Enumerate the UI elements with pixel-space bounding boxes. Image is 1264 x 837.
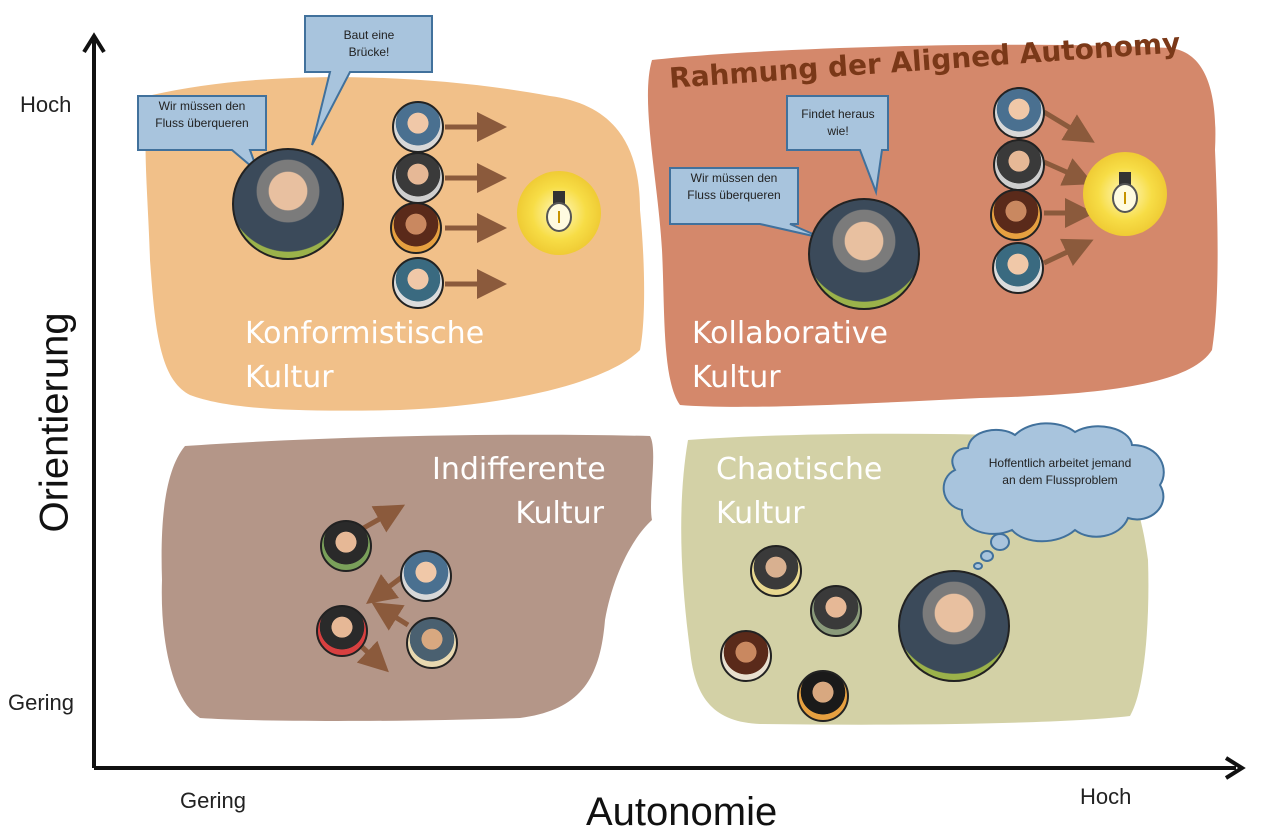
callout-collab-leader-bubble <box>669 167 823 239</box>
y-axis-high-label: Hoch <box>20 92 72 117</box>
lightbulb-icon <box>517 171 601 255</box>
x-axis-arrowhead <box>1224 756 1246 780</box>
callout-collab-order-text: Findet heraus wie! <box>801 107 875 138</box>
quadrant-conformist-line1: Konformistische <box>245 316 485 351</box>
callout-chaotic-thought-text: Hoffentlich arbeitet jemand an dem Fluss… <box>988 456 1132 487</box>
leader-avatar-chaotic <box>898 570 1010 682</box>
quadrant-conformist-label: Konformistische Kultur <box>245 312 484 400</box>
person-avatar-icon <box>392 101 444 153</box>
lightbulb-drawing <box>1112 172 1138 213</box>
arrow-icon <box>366 574 404 604</box>
x-axis-low-label: Gering <box>180 788 247 813</box>
person-avatar-icon <box>720 630 772 682</box>
callout-collab-order-bubble <box>786 95 889 196</box>
y-axis-low-label: Gering <box>8 690 75 715</box>
thought-cloud <box>942 422 1165 543</box>
quadrant-chaotic-line1: Chaotische <box>716 452 883 487</box>
person-avatar-icon <box>392 152 444 204</box>
arrow-icon <box>356 640 389 673</box>
person-avatar-icon <box>810 585 862 637</box>
arrow-icon <box>371 602 410 631</box>
callout-conformist-order-text: Baut eine Brücke! <box>343 28 395 59</box>
y-axis-arrowhead <box>82 32 106 54</box>
quadrant-collaborative-label: Kollaborative Kultur <box>692 312 888 400</box>
person-avatar-icon <box>750 545 802 597</box>
x-axis-high-label: Hoch <box>1080 784 1132 809</box>
thought-bubble-medium <box>980 550 994 562</box>
person-avatar-icon <box>320 520 372 572</box>
person-avatar-icon <box>390 202 442 254</box>
arrow-icon <box>1042 238 1094 266</box>
lightbulb-icon <box>1083 152 1167 236</box>
person-avatar-icon <box>797 670 849 722</box>
x-axis-label: Autonomie <box>586 790 778 834</box>
quadrant-indifferent-line2: Kultur <box>515 496 604 531</box>
quadrant-indifferent-line1: Indifferente <box>432 452 606 487</box>
arrow-icon <box>1042 158 1094 186</box>
callout-collab-leader-text: Wir müssen den Fluss überqueren <box>687 171 781 202</box>
person-avatar-icon <box>316 605 368 657</box>
arrow-icon <box>358 504 406 533</box>
thought-bubble-small <box>973 562 983 570</box>
person-avatar-icon <box>400 550 452 602</box>
person-avatar-icon <box>992 242 1044 294</box>
person-avatar-icon <box>392 257 444 309</box>
leader-avatar-conformist <box>232 148 344 260</box>
thought-bubble-large <box>990 533 1010 551</box>
quadrant-chaotic-line2: Kultur <box>716 496 805 531</box>
person-avatar-icon <box>993 87 1045 139</box>
quadrant-collaborative-line2: Kultur <box>692 360 781 395</box>
quadrant-chaotic-label: Chaotische Kultur <box>716 448 882 536</box>
leader-avatar-collaborative <box>808 198 920 310</box>
person-avatar-icon <box>406 617 458 669</box>
person-avatar-icon <box>993 139 1045 191</box>
quadrant-indifferent-label: Indifferente Kultur <box>432 448 606 536</box>
callout-conformist-order-bubble <box>304 15 433 146</box>
lightbulb-drawing <box>546 191 572 232</box>
callout-conformist-leader-text: Wir müssen den Fluss überqueren <box>155 99 249 130</box>
arrow-icon <box>1042 109 1095 143</box>
quadrant-collaborative-line1: Kollaborative <box>692 316 889 351</box>
person-avatar-icon <box>990 189 1042 241</box>
quadrant-conformist-line2: Kultur <box>245 360 334 395</box>
